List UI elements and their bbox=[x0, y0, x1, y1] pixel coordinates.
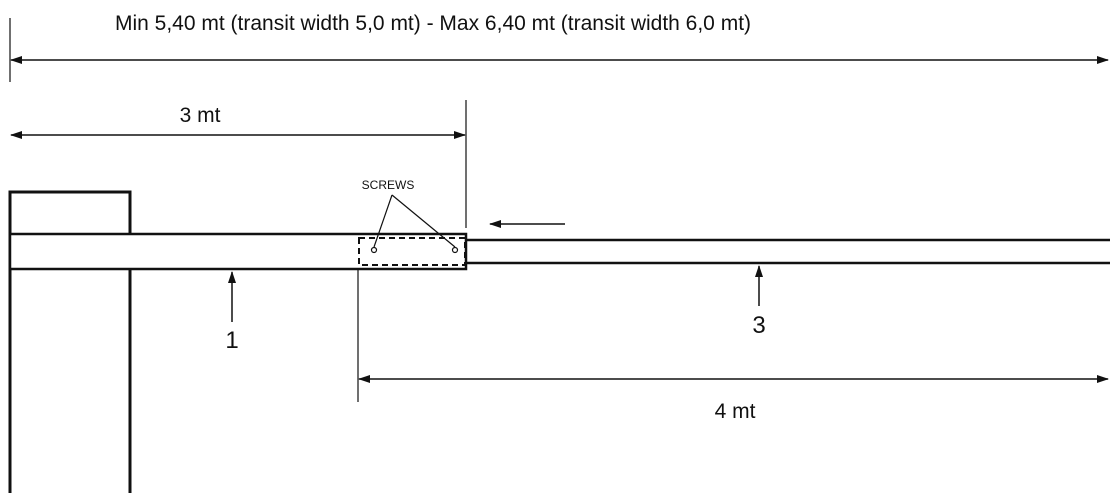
post-outline bbox=[8, 190, 132, 493]
extension-dimension-label: 4 mt bbox=[715, 400, 756, 423]
screws-leader-left bbox=[373, 194, 393, 248]
screws-leader-right bbox=[391, 194, 456, 248]
screw-right-icon bbox=[451, 246, 459, 254]
part-three-number: 3 bbox=[752, 312, 765, 339]
screws-label: SCREWS bbox=[362, 178, 415, 192]
overall-dimension-label: Min 5,40 mt (transit width 5,0 mt) - Max… bbox=[115, 12, 751, 35]
part-one-number: 1 bbox=[225, 327, 238, 354]
screw-left-icon bbox=[370, 246, 378, 254]
hidden-insert-dashed bbox=[358, 237, 466, 266]
main-arm bbox=[8, 232, 468, 271]
section-one-dimension-label: 3 mt bbox=[180, 104, 221, 127]
